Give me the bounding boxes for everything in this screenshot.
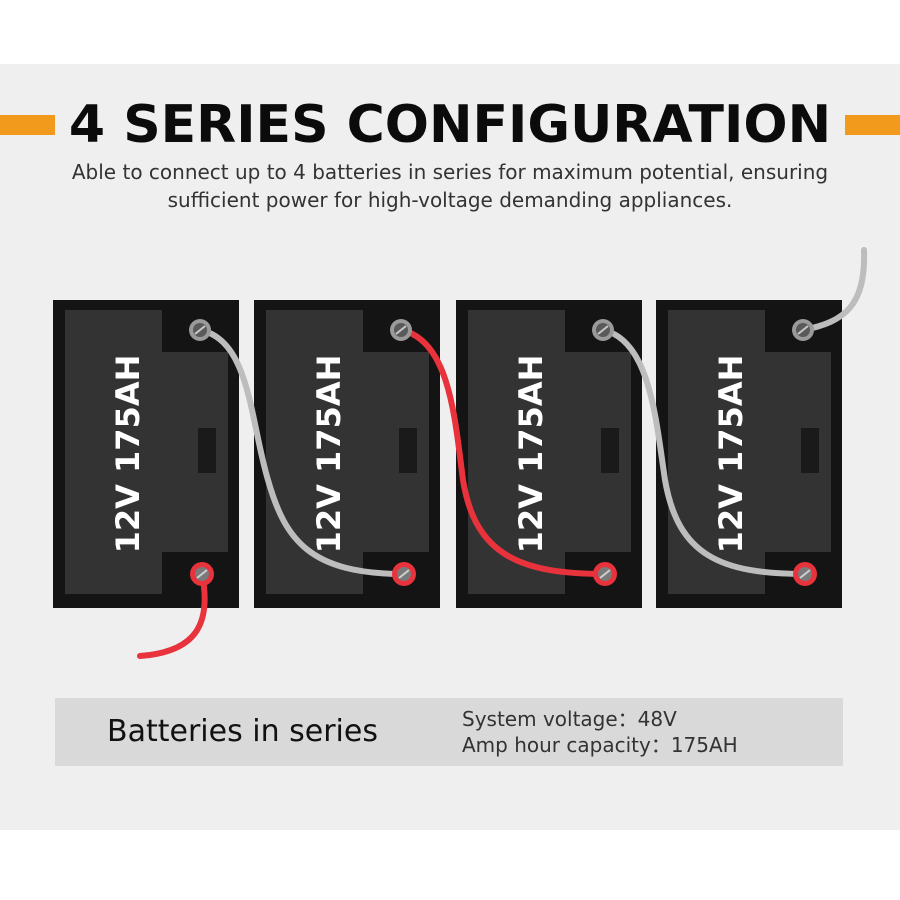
- terminal-negative-3: [592, 319, 614, 341]
- amp-hour-capacity-text: Amp hour capacity：175AH: [462, 733, 738, 757]
- wire-negative-1-to-positive-2: [197, 327, 407, 577]
- terminal-negative-4: [792, 319, 814, 341]
- series-info-box: Batteries in series System voltage：48V A…: [55, 698, 843, 766]
- wire-system-positive-output: [137, 571, 208, 659]
- terminal-negative-2: [390, 319, 412, 341]
- terminal-positive-1: [190, 562, 214, 586]
- system-voltage-text: System voltage：48V: [462, 707, 677, 731]
- terminal-positive-4: [793, 562, 817, 586]
- battery-2-label: 12V 175AH: [310, 355, 348, 554]
- battery-4-label: 12V 175AH: [712, 355, 750, 554]
- battery-2: 12V 175AH: [254, 300, 440, 608]
- terminal-positive-3: [593, 562, 617, 586]
- terminal-negative-1: [189, 319, 211, 341]
- battery-1-label: 12V 175AH: [109, 355, 147, 554]
- battery-3-label: 12V 175AH: [512, 355, 550, 554]
- wire-negative-2-to-positive-3: [398, 327, 608, 577]
- wire-system-negative-output: [800, 247, 868, 333]
- page-subtitle: Able to connect up to 4 batteries in ser…: [71, 160, 829, 212]
- page-title: 4 SERIES CONFIGURATION: [0, 90, 900, 160]
- terminal-positive-2: [392, 562, 416, 586]
- battery-4: 12V 175AH: [656, 300, 842, 608]
- battery-1: 12V 175AH: [53, 300, 239, 608]
- accent-bar-right: [832, 115, 900, 135]
- info-specs: System voltage：48V Amp hour capacity：175…: [462, 706, 738, 758]
- wire-negative-3-to-positive-4: [600, 327, 808, 577]
- info-heading: Batteries in series: [107, 714, 378, 749]
- battery-3: 12V 175AH: [456, 300, 642, 608]
- accent-bar-left: [0, 115, 62, 135]
